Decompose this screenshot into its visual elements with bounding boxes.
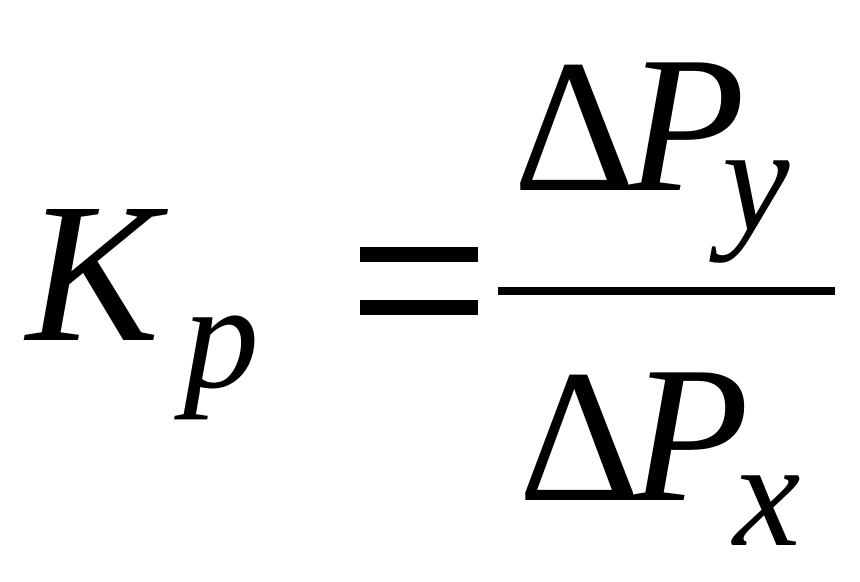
equals-sign: [360, 247, 478, 315]
denominator-symbol: P: [628, 327, 749, 543]
denominator-delta: Δ: [518, 332, 640, 542]
lhs-symbol: K: [23, 163, 168, 384]
numerator: Δ P y: [513, 17, 790, 263]
denominator-subscript: x: [731, 410, 800, 578]
denominator: Δ P x: [518, 327, 800, 578]
fraction-bar: [498, 287, 835, 295]
numerator-delta: Δ: [513, 22, 635, 232]
numerator-subscript: y: [709, 95, 790, 263]
numerator-symbol: P: [624, 17, 745, 233]
formula-lhs: K p: [23, 163, 259, 420]
lhs-subscript: p: [174, 252, 259, 420]
